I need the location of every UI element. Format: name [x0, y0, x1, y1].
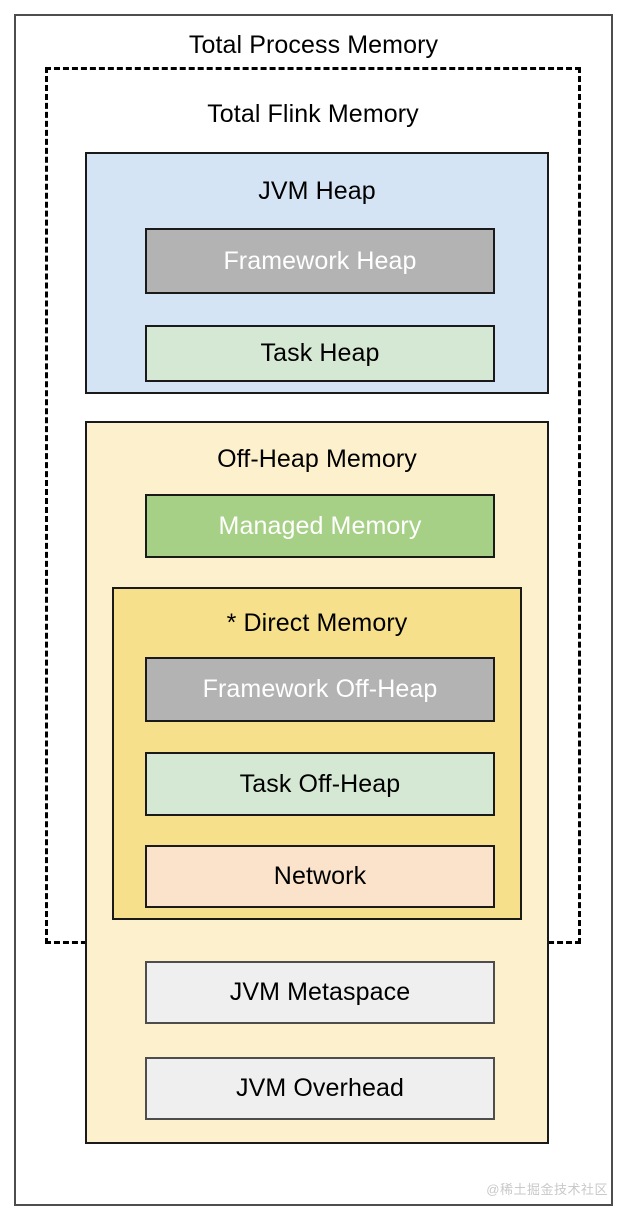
- task-off-heap-label: Task Off-Heap: [239, 769, 401, 798]
- jvm-overhead-box: JVM Overhead: [145, 1057, 495, 1120]
- total-flink-memory-label: Total Flink Memory: [207, 100, 419, 128]
- framework-heap-box: Framework Heap: [145, 228, 495, 294]
- framework-off-heap-label: Framework Off-Heap: [202, 675, 438, 703]
- direct-memory-label: * Direct Memory: [226, 609, 408, 637]
- watermark-text: @稀土掘金技术社区: [486, 1182, 608, 1197]
- task-heap-label: Task Heap: [260, 339, 380, 367]
- task-off-heap-box: Task Off-Heap: [145, 752, 495, 816]
- off-heap-memory-label: Off-Heap Memory: [217, 445, 417, 473]
- total-process-memory-label: Total Process Memory: [188, 31, 439, 59]
- framework-off-heap-box: Framework Off-Heap: [145, 657, 495, 722]
- jvm-metaspace-box: JVM Metaspace: [145, 961, 495, 1024]
- managed-memory-label: Managed Memory: [218, 511, 422, 540]
- network-box: Network: [145, 845, 495, 908]
- task-heap-box: Task Heap: [145, 325, 495, 382]
- jvm-metaspace-label: JVM Metaspace: [229, 978, 411, 1006]
- managed-memory-box: Managed Memory: [145, 494, 495, 558]
- jvm-overhead-label: JVM Overhead: [236, 1074, 404, 1102]
- jvm-heap-label: JVM Heap: [258, 177, 376, 205]
- framework-heap-label: Framework Heap: [223, 246, 417, 275]
- network-label: Network: [273, 862, 367, 890]
